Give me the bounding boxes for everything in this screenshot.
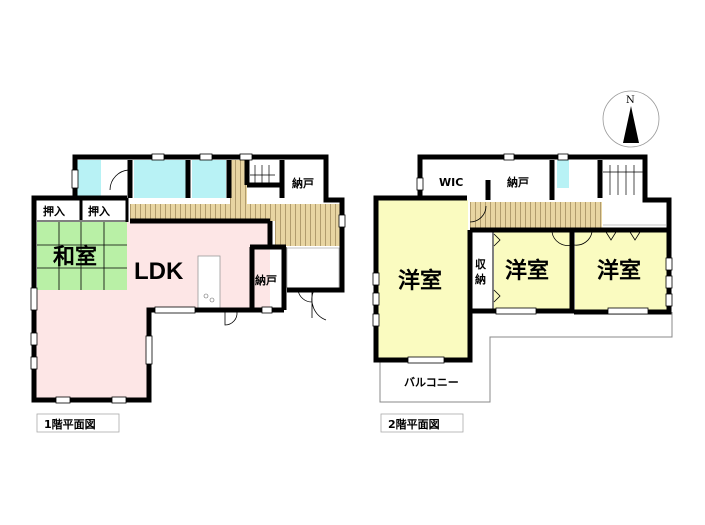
youshitsu-2-label: 洋室	[505, 258, 549, 284]
floor-2-caption: 2階平面図	[388, 417, 440, 431]
compass-north-label: N	[626, 95, 635, 106]
youshitsu-3-area	[575, 232, 667, 310]
floor-1: 和室 LDK 押入 押入 納戸 納戸 1階平面図	[30, 153, 346, 433]
balcony-label: バルコニー	[404, 376, 459, 389]
youshitsu-3-label: 洋室	[597, 258, 641, 284]
oshiire-2-label: 押入	[88, 204, 110, 218]
nando-mid-label: 納戸	[255, 273, 277, 287]
hallway-2f	[470, 202, 602, 228]
hallway-east	[275, 204, 340, 246]
hallway	[130, 204, 280, 221]
toilet-area	[192, 160, 226, 198]
washitsu-label: 和室	[53, 244, 97, 270]
entrance	[286, 247, 340, 289]
shuno-label-1: 収	[475, 258, 487, 271]
balcony-outline	[379, 312, 673, 403]
youshitsu-2-area	[494, 232, 570, 310]
kitchen-counter	[197, 255, 221, 309]
nando-2f-label: 納戸	[507, 175, 529, 189]
toilet-2f	[557, 160, 569, 188]
nando-top-label: 納戸	[292, 176, 314, 190]
north-arrow-icon	[623, 106, 639, 143]
youshitsu-1-label: 洋室	[398, 268, 442, 294]
floor-2: WIC 納戸 洋室 洋室 洋室 収 納 バルコニー 2階平面図	[372, 153, 673, 433]
compass: N	[602, 90, 660, 148]
washitsu-area	[37, 222, 127, 290]
shuno-label-2: 納	[475, 272, 486, 286]
hallway-vertical	[230, 160, 247, 220]
ldk-label: LDK	[134, 258, 184, 285]
floor-1-caption: 1階平面図	[44, 417, 96, 431]
bath-area	[77, 160, 101, 196]
wic-label: WIC	[439, 176, 463, 189]
washroom-area	[134, 160, 186, 198]
youshitsu-1-area	[378, 200, 468, 358]
oshiire-1-label: 押入	[43, 204, 65, 218]
